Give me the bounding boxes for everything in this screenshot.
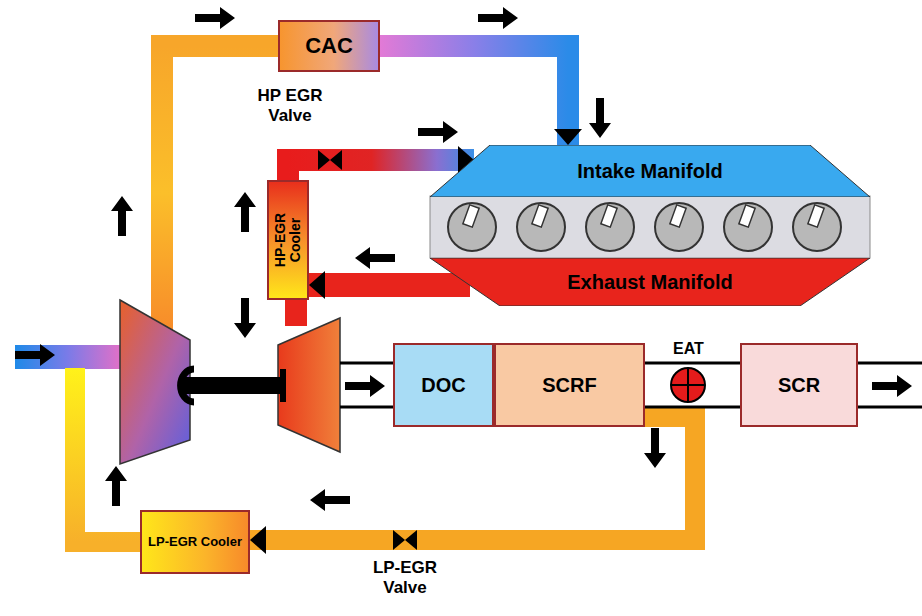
node-text: CAC <box>305 34 353 58</box>
turbo-shaft <box>181 369 286 402</box>
manifold-shape: Intake Manifold <box>430 145 870 197</box>
catalyst-box: SCR <box>740 343 858 427</box>
node-text: SCR <box>778 374 820 396</box>
catalyst-box: DOC <box>393 343 494 427</box>
exhaust-duct <box>645 363 740 407</box>
cooler-box: CAC <box>278 20 380 72</box>
gas-pipe <box>250 417 695 554</box>
sensor-label: EAT <box>673 340 704 358</box>
catalyst-box: SCRF <box>494 343 645 427</box>
node-text: DOC <box>421 374 465 396</box>
manifold-shape: Exhaust Manifold <box>430 258 870 306</box>
node-text: HP-EGR Cooler <box>273 204 304 276</box>
turbine-feed-pipe <box>285 296 307 326</box>
turbine <box>278 318 340 452</box>
node-text: SCRF <box>542 374 596 396</box>
engine-block <box>430 196 870 258</box>
arrow-head <box>250 526 266 554</box>
node-text: Exhaust Manifold <box>567 271 733 293</box>
cooler-box: HP-EGR Cooler <box>267 180 309 300</box>
arrow-head <box>554 129 582 145</box>
valve-label: HP EGR Valve <box>248 86 332 125</box>
flow-arrows <box>15 7 912 511</box>
valve-label: LP-EGR Valve <box>357 558 453 597</box>
gas-pipe <box>380 46 582 145</box>
eat-sensor <box>671 368 705 402</box>
gas-pipe <box>288 146 474 180</box>
node-text: LP-EGR Cooler <box>148 535 242 549</box>
node-text: Intake Manifold <box>577 160 723 182</box>
arrow-head <box>309 271 325 299</box>
cooler-box: LP-EGR Cooler <box>140 510 250 574</box>
gas-pipe <box>309 271 470 299</box>
